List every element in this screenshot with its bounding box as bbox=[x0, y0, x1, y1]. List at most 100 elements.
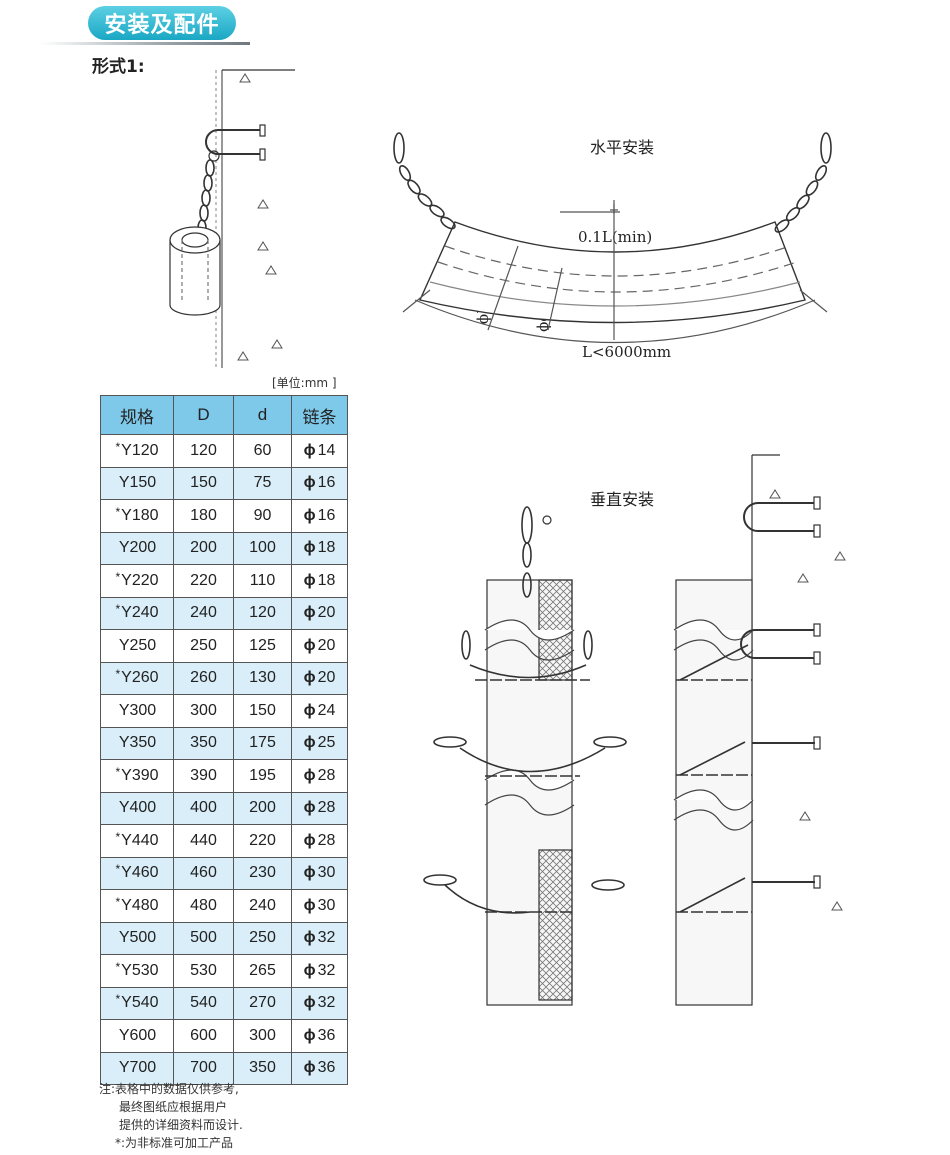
horizontal-install-drawing bbox=[393, 132, 832, 344]
cell-spec: *Y480 bbox=[100, 889, 174, 923]
cell-D: 500 bbox=[173, 921, 234, 955]
cell-d: 125 bbox=[233, 629, 292, 663]
cell-D: 220 bbox=[173, 564, 234, 598]
cell-d: 240 bbox=[233, 889, 292, 923]
cell-D: 120 bbox=[173, 434, 234, 468]
cell-d: 100 bbox=[233, 531, 292, 565]
length-label: L<6000mm bbox=[582, 343, 672, 361]
phi-symbol: ϕ bbox=[303, 636, 316, 654]
phi-symbol: ϕ bbox=[303, 896, 316, 914]
cell-d: 200 bbox=[233, 791, 292, 825]
vertical-install-left-drawing bbox=[423, 506, 627, 1006]
note-line: 最终图纸应根据用户 bbox=[119, 1100, 228, 1114]
phi-symbol: ϕ bbox=[303, 831, 316, 849]
cell-spec: *Y460 bbox=[100, 856, 174, 890]
note-line: *:为非标准可加工产品 bbox=[115, 1136, 234, 1150]
cell-spec: Y300 bbox=[100, 694, 174, 728]
nonstandard-marker: * bbox=[115, 894, 121, 909]
cell-spec: Y150 bbox=[100, 466, 174, 500]
nonstandard-marker: * bbox=[115, 992, 121, 1007]
note-line: 注:表格中的数据仅供参考, bbox=[99, 1082, 239, 1096]
cell-d: 130 bbox=[233, 661, 292, 695]
header-divider bbox=[40, 42, 250, 45]
phi-symbol: ϕ bbox=[303, 799, 316, 817]
cell-D: 200 bbox=[173, 531, 234, 565]
phi-symbol: ϕ bbox=[303, 669, 316, 687]
nonstandard-marker: * bbox=[115, 829, 121, 844]
form-label: 形式1: bbox=[92, 57, 145, 77]
section-title: 安装及配件 bbox=[88, 6, 236, 40]
cell-d: 60 bbox=[233, 434, 292, 468]
note-line: 提供的详细资料而设计. bbox=[119, 1118, 243, 1132]
cell-spec: *Y530 bbox=[100, 954, 174, 988]
phi-symbol: ϕ bbox=[303, 571, 316, 589]
cell-spec: Y400 bbox=[100, 791, 174, 825]
cell-d: 120 bbox=[233, 596, 292, 630]
cell-d: 230 bbox=[233, 856, 292, 890]
table-header-row: 规格 D d 链条 bbox=[100, 395, 348, 435]
cell-spec: *Y540 bbox=[100, 986, 174, 1020]
cell-D: 600 bbox=[173, 1019, 234, 1053]
nonstandard-marker: * bbox=[115, 602, 121, 617]
phi-symbol: ϕ bbox=[303, 961, 316, 979]
nonstandard-marker: * bbox=[115, 667, 121, 682]
cell-spec: Y250 bbox=[100, 629, 174, 663]
phi-symbol: ϕ bbox=[303, 701, 316, 719]
cell-D: 460 bbox=[173, 856, 234, 890]
cell-D: 440 bbox=[173, 824, 234, 858]
phi-symbol: ϕ bbox=[303, 1026, 316, 1044]
form1-drawing bbox=[169, 69, 295, 368]
nonstandard-marker: * bbox=[115, 504, 121, 519]
phi-symbol: ϕ bbox=[303, 994, 316, 1012]
cell-D: 260 bbox=[173, 661, 234, 695]
sag-label: 0.1L(min) bbox=[578, 228, 653, 246]
cell-spec: *Y390 bbox=[100, 759, 174, 793]
phi-symbol: ϕ bbox=[303, 441, 316, 459]
phi-symbol: ϕ bbox=[303, 604, 316, 622]
header-d: d bbox=[233, 395, 292, 435]
nonstandard-marker: * bbox=[115, 764, 121, 779]
cell-d: 110 bbox=[233, 564, 292, 598]
phi-symbol: ϕ bbox=[303, 864, 316, 882]
phi-symbol: ϕ bbox=[303, 734, 316, 752]
phi-symbol: ϕ bbox=[303, 539, 316, 557]
cell-spec: *Y220 bbox=[100, 564, 174, 598]
nonstandard-marker: * bbox=[115, 862, 121, 877]
cell-D: 150 bbox=[173, 466, 234, 500]
cell-D: 540 bbox=[173, 986, 234, 1020]
phi-symbol: ϕ bbox=[303, 506, 316, 524]
vertical-install-right-drawing bbox=[673, 454, 846, 1006]
cell-spec: *Y260 bbox=[100, 661, 174, 695]
cell-d: 75 bbox=[233, 466, 292, 500]
cell-spec: *Y120 bbox=[100, 434, 174, 468]
cell-spec: *Y240 bbox=[100, 596, 174, 630]
cell-d: 250 bbox=[233, 921, 292, 955]
header-chain: 链条 bbox=[291, 395, 348, 435]
vertical-install-title: 垂直安装 bbox=[590, 490, 655, 509]
